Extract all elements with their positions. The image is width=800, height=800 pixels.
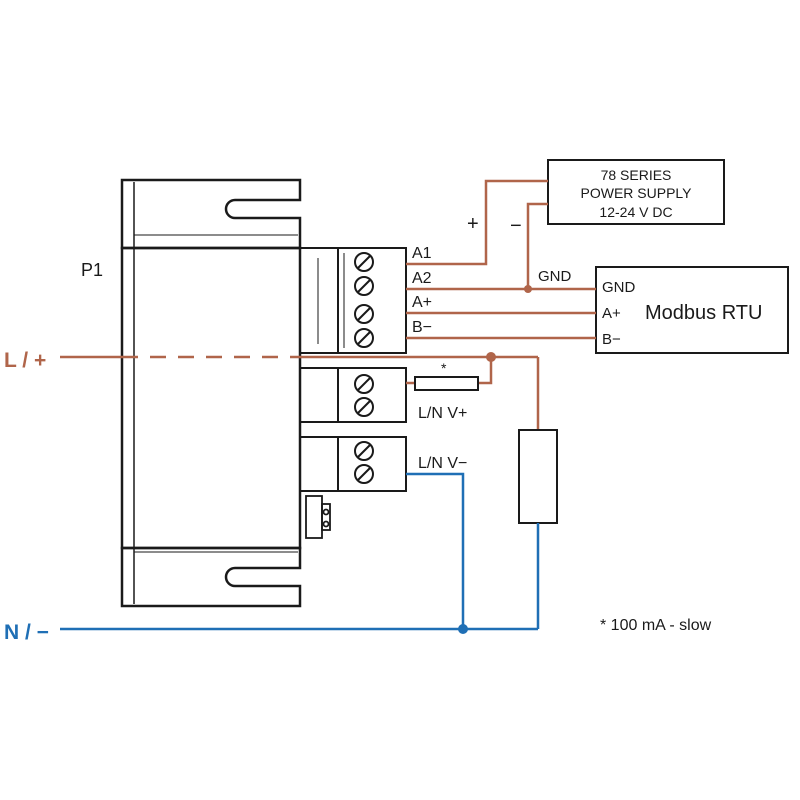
aux-connector [305,495,331,539]
modbus-box [595,266,789,354]
modbus-bminus-label: B− [602,331,621,348]
load-box [518,429,558,524]
gnd-wire-label: GND [538,268,572,285]
vminus-label: L/N V− [418,455,467,472]
gnd-junction-dot [524,285,532,293]
modbus-aplus-label: A+ [602,305,621,322]
power-supply-line3: 12-24 V DC [599,204,672,220]
terminal-block-vplus [299,367,407,423]
vplus-label: L/N V+ [418,405,467,422]
neutral-label: N / − [4,621,49,644]
neutral-junction-dot [458,624,468,634]
modbus-title: Modbus RTU [645,302,762,324]
terminal-a1-label: A1 [412,245,432,262]
device-body [120,178,302,608]
power-supply-line2: POWER SUPPLY [581,185,693,201]
power-supply-line1: 78 SERIES [601,167,672,183]
power-supply-box [547,159,725,225]
line-junction-dot [486,352,496,362]
device-label: P1 [81,260,103,280]
terminal-aplus-label: A+ [412,294,432,311]
terminal-block-vminus [299,436,407,492]
terminal-a2-label: A2 [412,270,432,287]
fuse [414,376,479,391]
psu-minus-label: − [510,215,522,237]
fuse-mark: * [441,360,447,376]
terminal-bminus-label: B− [412,319,432,336]
terminal-block-comm [299,247,407,354]
line-wires [60,179,596,430]
line-label: L / + [4,349,46,372]
footnote: * 100 mA - slow [600,617,712,634]
psu-plus-label: + [467,213,479,235]
modbus-gnd-label: GND [602,279,636,296]
